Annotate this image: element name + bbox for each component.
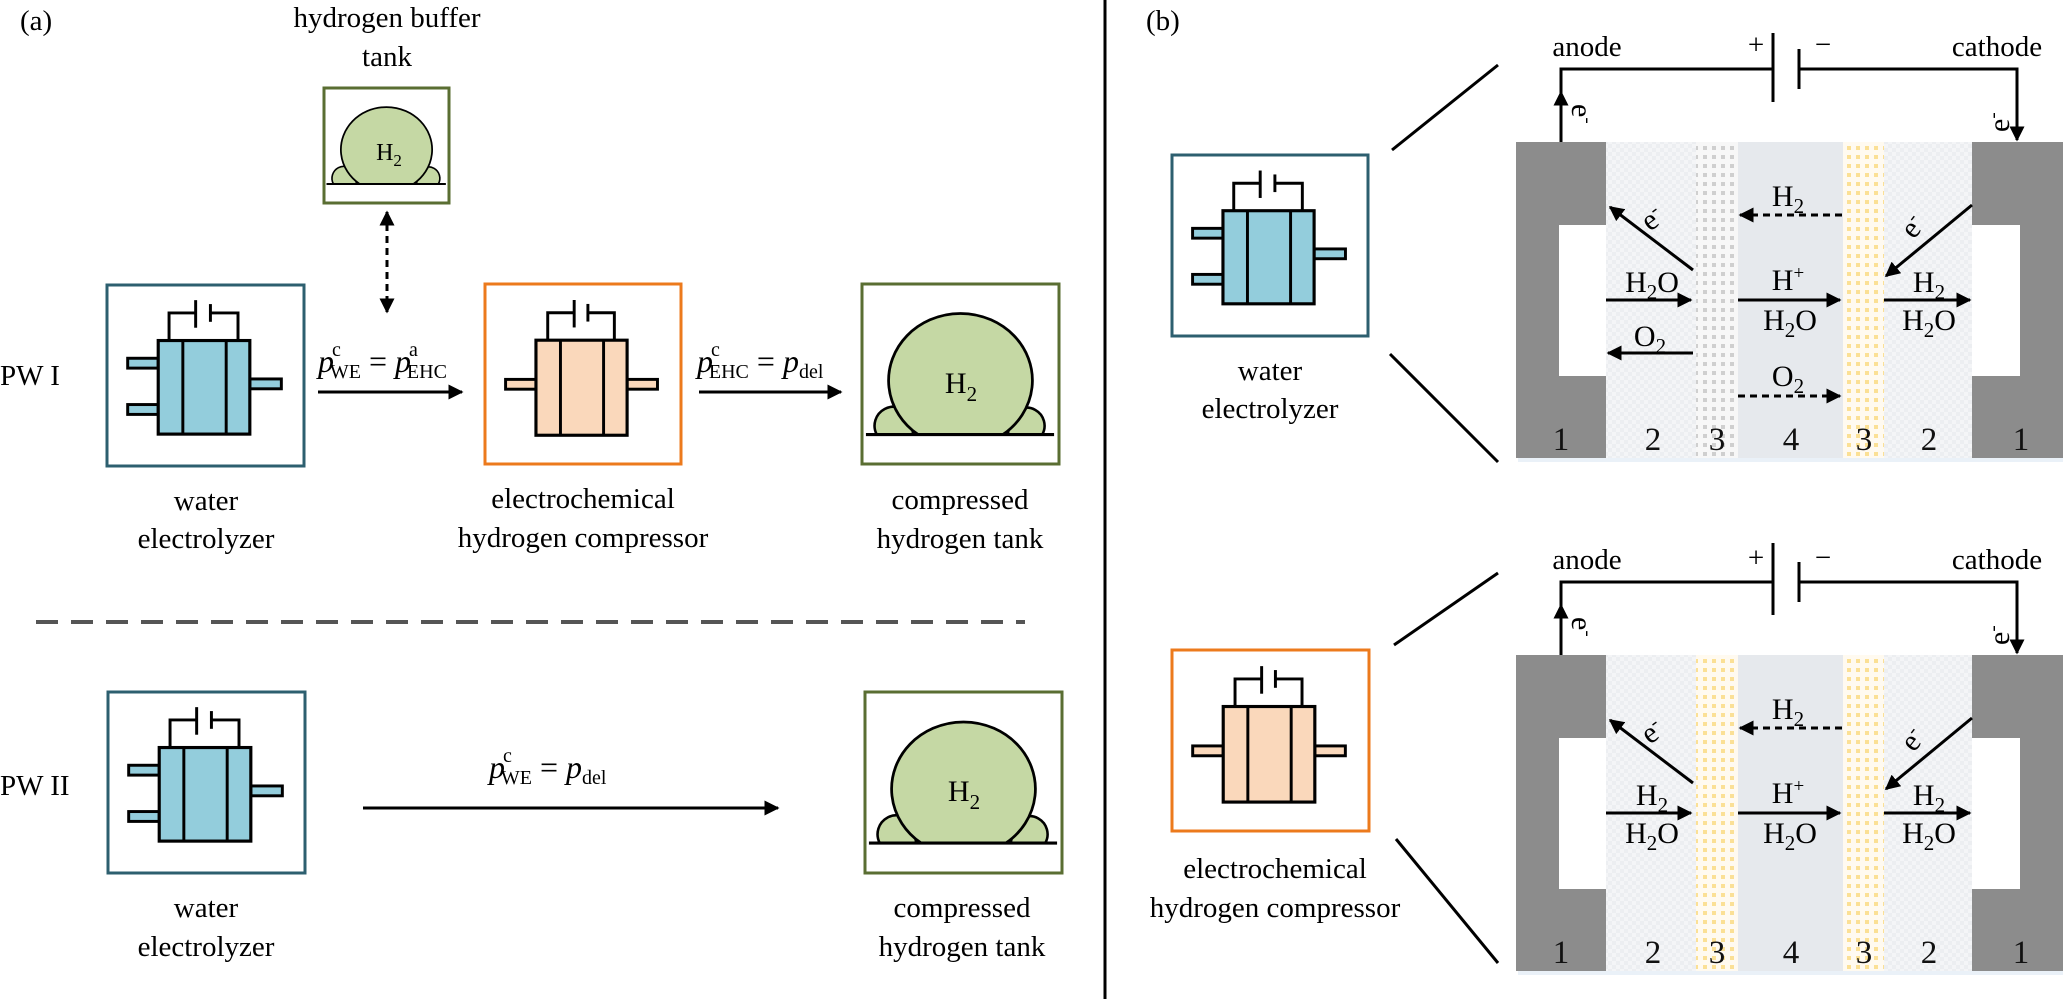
h2o-out-label: H2O <box>1902 304 1956 342</box>
electron-arrow-anode <box>1608 205 1694 272</box>
layer-number: 3 <box>1709 422 1726 458</box>
zoom-line-top <box>1391 63 1499 152</box>
electron-label-cathode: e- <box>1983 625 2016 645</box>
panel-a-label: (a) <box>20 5 52 37</box>
plus-sign: + <box>1748 29 1764 61</box>
pw1-tank-gas: H2 <box>945 367 977 406</box>
layer-number: 1 <box>2013 422 2030 458</box>
h2o-in-label: H2O <box>1625 266 1679 304</box>
buffer-tank-label-line2: tank <box>362 41 412 73</box>
membrane-h2o-label: H2O <box>1763 304 1817 342</box>
pw2-electrolyzer-label-line2: electrolyzer <box>138 931 275 963</box>
pw1-compressor-label-line1: electrochemical <box>491 483 675 515</box>
cathode-wire <box>1799 580 2025 655</box>
layer-3-catalyst-cathode <box>1843 142 1884 458</box>
layer-1-anode-plate <box>1516 655 1606 971</box>
pw1-compressed-tank: H2 <box>860 282 1061 466</box>
pw2-tank-label-line1: compressed <box>894 892 1031 924</box>
layer-3-catalyst-cathode <box>1843 655 1884 971</box>
electron-arrow-anode <box>1608 718 1694 785</box>
zoom-line-bottom <box>1394 838 1500 964</box>
layer-1-cathode-plate <box>1972 142 2063 458</box>
pw1-tank-label-line2: hydrogen tank <box>877 523 1044 555</box>
pw1-water-electrolyzer <box>105 283 306 468</box>
pw1-electrolyzer-label-line1: water <box>174 485 239 517</box>
b-water-electrolyzer <box>1170 153 1370 338</box>
layer-number: 1 <box>2013 935 2030 971</box>
minus-sign: − <box>1815 542 1831 574</box>
panel-b-label: (b) <box>1146 5 1180 37</box>
proton-label: H+ <box>1772 776 1804 810</box>
b-compressor <box>1170 648 1371 833</box>
b-electrolyzer-label-line1: water <box>1238 355 1303 387</box>
plus-sign: + <box>1748 542 1764 574</box>
layer-number: 2 <box>1645 935 1662 971</box>
zoom-line-bottom <box>1388 352 1500 464</box>
layer-number: 1 <box>1553 935 1570 971</box>
electron-arrow-cathode <box>1884 716 1973 791</box>
cathode-label: cathode <box>1952 544 2042 576</box>
pw1-label: PW I <box>0 360 60 392</box>
membrane-h2o-label: H2O <box>1763 817 1817 855</box>
b-electrolyzer-label-line2: electrolyzer <box>1202 393 1339 425</box>
pw2-compressed-tank: H2 <box>863 690 1064 875</box>
h2-back-diffusion-label: H2 <box>1772 180 1804 218</box>
pw2-water-electrolyzer <box>106 690 307 875</box>
pw2-label: PW II <box>0 770 70 802</box>
h2-in-label: H2 <box>1636 779 1668 817</box>
electron-arrow-cathode <box>1884 203 1973 278</box>
h2o-in-label: H2O <box>1625 817 1679 855</box>
pw2-tank-label-line2: hydrogen tank <box>879 931 1046 963</box>
layer-1-anode-plate <box>1516 142 1606 458</box>
layer-number: 2 <box>1645 422 1662 458</box>
h2o-out-label: H2O <box>1902 817 1956 855</box>
panel-a: (a) hydrogen buffer tank H2 PW I water e… <box>0 2 1064 963</box>
layer-number: 2 <box>1921 935 1938 971</box>
o2-out-label: O2 <box>1634 320 1666 358</box>
h2-back-diffusion-label: H2 <box>1772 693 1804 731</box>
layer-number: 4 <box>1783 422 1800 458</box>
electron-label-anode: e- <box>1565 104 1598 124</box>
zoom-line-top <box>1393 571 1499 647</box>
cathode-wire <box>1799 67 2025 142</box>
layer-3-catalyst-anode <box>1696 655 1738 971</box>
layer-3-catalyst-anode <box>1696 142 1738 458</box>
anode-label: anode <box>1552 31 1621 63</box>
proton-label: H+ <box>1772 263 1804 297</box>
water-electrolyzer-cell: anode cathode + − e- e- e- H2O O2 H2 H+ … <box>1516 29 2063 462</box>
pw1-compressor <box>483 282 683 466</box>
h2-out-label: H2 <box>1913 779 1945 817</box>
pw1-tank-label-line1: compressed <box>892 484 1029 516</box>
electron-label-cathode: e- <box>1983 112 2016 132</box>
buffer-tank-label-line1: hydrogen buffer <box>293 2 480 34</box>
o2-crossover-label: O2 <box>1772 360 1804 398</box>
layer-number: 3 <box>1856 935 1873 971</box>
pw2-electrolyzer-label-line1: water <box>174 892 239 924</box>
electron-label-anode: e- <box>1565 617 1598 637</box>
hydrogen-buffer-tank: H2 <box>322 86 451 205</box>
b-compressor-label-line1: electrochemical <box>1183 853 1367 885</box>
pw1-electrolyzer-label-line2: electrolyzer <box>138 523 275 555</box>
cathode-label: cathode <box>1952 31 2042 63</box>
panel-b: (b) water electrolyzer electrochemical h… <box>1146 5 2063 975</box>
pw2-tank-gas: H2 <box>948 775 980 814</box>
minus-sign: − <box>1815 29 1831 61</box>
h2-out-label: H2 <box>1913 266 1945 304</box>
layer-number: 4 <box>1783 935 1800 971</box>
anode-label: anode <box>1552 544 1621 576</box>
pw1-compressor-label-line2: hydrogen compressor <box>458 522 709 554</box>
compressor-cell: anode cathode + − e- e- e- H2 H2O H2 H+ … <box>1516 542 2063 975</box>
b-compressor-label-line2: hydrogen compressor <box>1150 892 1401 924</box>
layer-number: 3 <box>1856 422 1873 458</box>
layer-number: 2 <box>1921 422 1938 458</box>
layer-1-cathode-plate <box>1972 655 2063 971</box>
buffer-tank-gas: H2 <box>376 140 402 170</box>
layer-number: 1 <box>1553 422 1570 458</box>
layer-number: 3 <box>1709 935 1726 971</box>
